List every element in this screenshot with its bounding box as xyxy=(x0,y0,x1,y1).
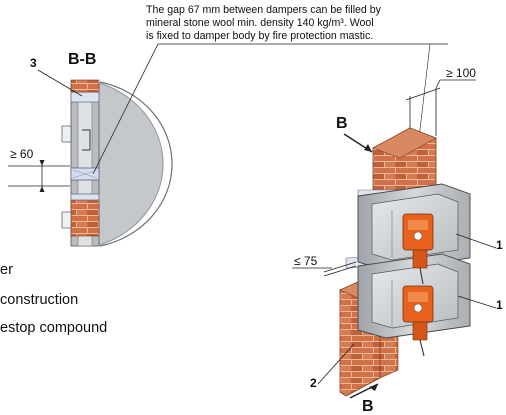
callout-1-lower: 1 xyxy=(496,298,503,312)
callout-1-upper: 1 xyxy=(496,238,503,252)
legend-line-2: construction xyxy=(0,292,79,308)
gap-filling-note: The gap 67 mm between dampers can be fil… xyxy=(146,4,446,43)
callout-3: 3 xyxy=(30,56,37,70)
section-mark-top: B xyxy=(336,115,348,132)
isometric-view xyxy=(292,79,497,399)
dim-top-label: ≥ 100 xyxy=(446,66,476,80)
legend-line-1: er xyxy=(0,262,13,278)
callout-2: 2 xyxy=(310,376,317,390)
dim-gap-label: ≥ 60 xyxy=(10,147,34,161)
legend-line-3: estop compound xyxy=(0,320,108,336)
actuator-lower xyxy=(402,285,434,357)
note-line-3: is fixed to damper body by fire protecti… xyxy=(146,30,374,42)
section-b-b-view xyxy=(8,69,173,247)
actuator-upper xyxy=(402,213,434,285)
section-title: B-B xyxy=(68,51,97,68)
dim-side-label: ≤ 75 xyxy=(294,254,318,268)
note-line-2: mineral stone wool min. density 140 kg/m… xyxy=(146,17,374,29)
section-mark-bottom: B xyxy=(362,398,374,415)
note-line-1: The gap 67 mm between dampers can be fil… xyxy=(146,4,381,16)
